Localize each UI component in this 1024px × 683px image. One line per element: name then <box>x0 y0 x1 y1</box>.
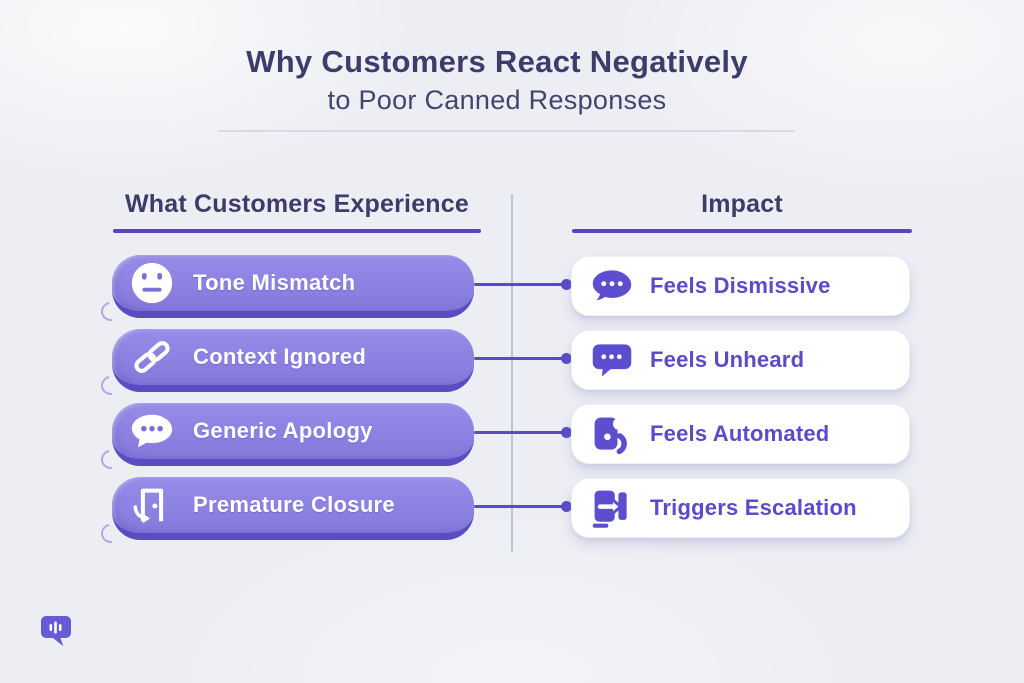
experience-label: Tone Mismatch <box>193 270 356 295</box>
connector-line <box>474 279 572 290</box>
impact-label: Feels Dismissive <box>650 273 831 298</box>
connector-line <box>474 501 572 512</box>
speech-bubble-icon <box>590 264 634 308</box>
chat-logo-icon <box>40 614 72 648</box>
experience-pill[interactable]: Premature Closure <box>112 477 474 540</box>
mapping-row: Context Ignored Feels Unheard <box>112 329 910 393</box>
connector-line <box>474 353 572 364</box>
page-title-line2: to Poor Canned Responses <box>327 85 667 115</box>
impact-label: Feels Unheard <box>650 347 805 372</box>
experience-pill[interactable]: Generic Apology <box>112 403 474 466</box>
page-title-line1: Why Customers React Negatively <box>246 44 748 79</box>
experience-label: Generic Apology <box>193 418 373 443</box>
chain-link-icon <box>129 334 175 380</box>
left-header-underline <box>113 229 481 233</box>
right-column-header: Impact <box>701 190 783 218</box>
impact-card[interactable]: Feels Automated <box>571 404 910 464</box>
experience-label: Premature Closure <box>193 492 395 517</box>
mapping-row: Tone Mismatch Feels Dismissive <box>112 255 910 319</box>
impact-label: Feels Automated <box>650 421 830 446</box>
experience-pill[interactable]: Context Ignored <box>112 329 474 392</box>
right-header-underline <box>572 229 912 233</box>
impact-card[interactable]: Feels Dismissive <box>571 256 910 316</box>
impact-card[interactable]: Triggers Escalation <box>571 478 910 538</box>
mapping-row: Generic Apology Feels Automated <box>112 403 910 467</box>
speech-bubble-dots-icon <box>129 408 175 454</box>
connector-line <box>474 427 572 438</box>
experience-pill[interactable]: Tone Mismatch <box>112 255 474 318</box>
center-divider-line <box>511 194 513 552</box>
neutral-face-icon <box>129 260 175 306</box>
square-speech-bubble-icon <box>590 338 634 382</box>
exit-arrow-icon <box>590 486 634 530</box>
mapping-row: Premature Closure Triggers Escalation <box>112 477 910 541</box>
impact-label: Triggers Escalation <box>650 495 857 520</box>
impact-card[interactable]: Feels Unheard <box>571 330 910 390</box>
title-divider <box>218 130 795 132</box>
door-exit-icon <box>129 482 175 528</box>
robot-head-icon <box>590 412 634 456</box>
experience-label: Context Ignored <box>193 344 367 369</box>
left-column-header: What Customers Experience <box>125 190 469 218</box>
